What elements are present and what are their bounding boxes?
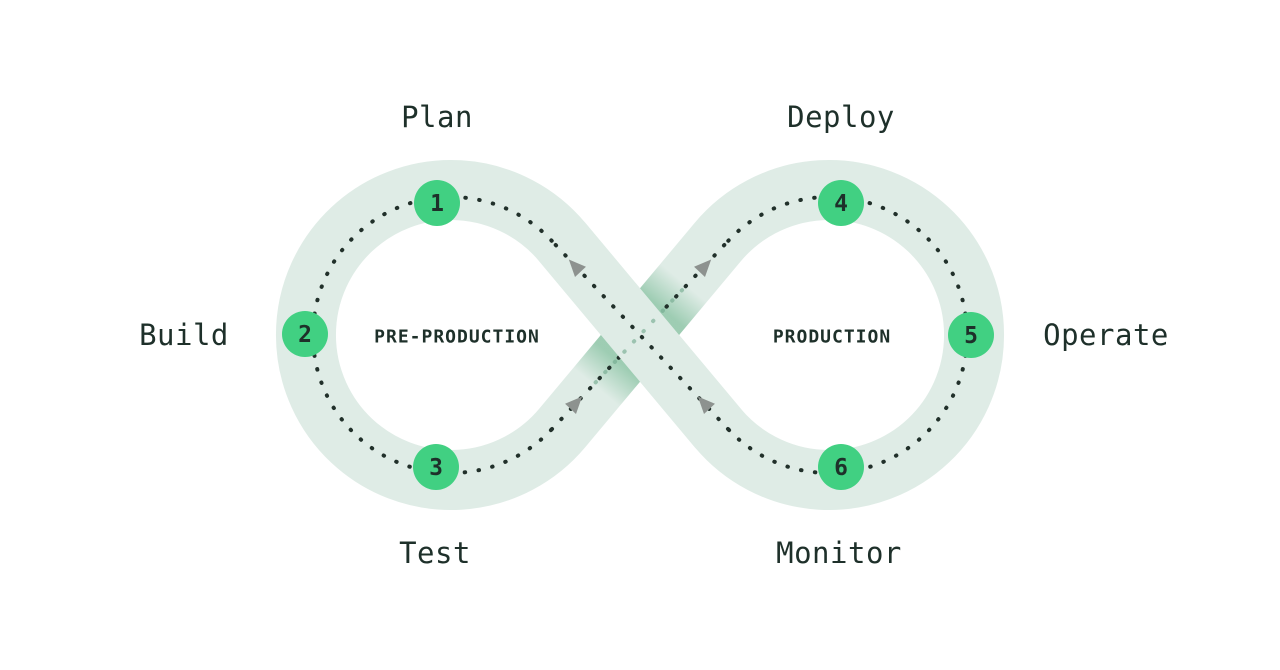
stage-marker-2: 2 bbox=[282, 311, 328, 357]
flow-arrow-icon bbox=[568, 259, 586, 277]
stage-label-plan: Plan bbox=[401, 100, 473, 134]
flow-arrow-icon bbox=[697, 396, 715, 414]
stage-label-operate: Operate bbox=[1043, 318, 1169, 352]
stage-marker-3: 3 bbox=[413, 444, 459, 490]
stage-number: 1 bbox=[430, 191, 444, 217]
infinity-ribbon-over bbox=[532, 212, 748, 458]
stage-number: 4 bbox=[834, 191, 848, 217]
stage-label-deploy: Deploy bbox=[787, 100, 895, 134]
stage-number: 3 bbox=[429, 455, 443, 481]
stage-marker-4: 4 bbox=[818, 180, 864, 226]
stage-label-monitor: Monitor bbox=[776, 536, 902, 570]
stage-circle bbox=[282, 311, 328, 357]
stage-number: 6 bbox=[834, 455, 848, 481]
stage-label-build: Build bbox=[139, 318, 229, 352]
stage-marker-1: 1 bbox=[414, 180, 460, 226]
stage-label-test: Test bbox=[399, 536, 471, 570]
stage-circle bbox=[818, 180, 864, 226]
stage-circle bbox=[948, 312, 994, 358]
stage-circle bbox=[414, 180, 460, 226]
stage-marker-5: 5 bbox=[948, 312, 994, 358]
zone-label-production: PRODUCTION bbox=[772, 326, 892, 348]
flow-arrow-icon bbox=[565, 396, 583, 414]
stage-marker-6: 6 bbox=[818, 444, 864, 490]
stage-circle bbox=[818, 444, 864, 490]
zone-label-pre-production: PRE-PRODUCTION bbox=[374, 326, 540, 348]
stage-number: 5 bbox=[964, 323, 978, 349]
flow-arrow-icon bbox=[694, 259, 712, 277]
stage-number: 2 bbox=[298, 322, 312, 348]
stage-circle bbox=[413, 444, 459, 490]
